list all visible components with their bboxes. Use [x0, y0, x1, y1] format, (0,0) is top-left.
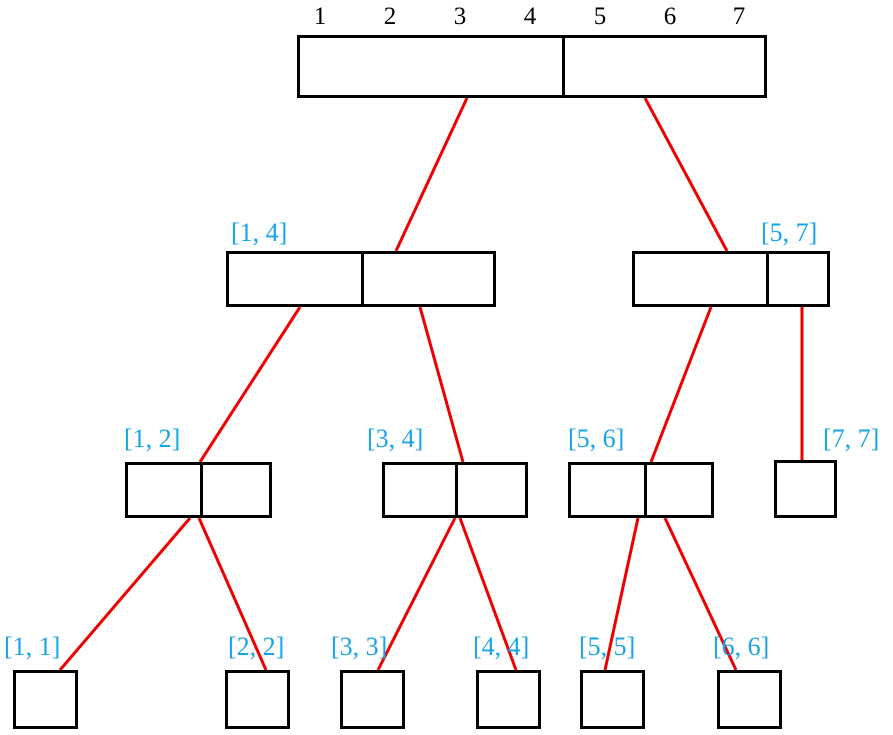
- node-root[interactable]: [297, 35, 767, 98]
- edge-1-2-to-1-1: [58, 517, 192, 671]
- range-label-n5_6: [5, 6]: [568, 424, 625, 453]
- node-2-2-cell[interactable]: [228, 673, 287, 726]
- node-5-5-cell[interactable]: [583, 673, 642, 726]
- range-label-n5_7: [5, 7]: [761, 218, 818, 247]
- range-label-n6_6: [6, 6]: [713, 632, 770, 661]
- node-5-7-cell-right[interactable]: [765, 254, 827, 304]
- node-root-cell-left[interactable]: [300, 38, 562, 95]
- index-label-3: 3: [453, 3, 467, 30]
- node-root-cell-right[interactable]: [562, 38, 764, 95]
- node-5-6-cell-left[interactable]: [571, 465, 644, 515]
- edge-5-7-to-5-6: [649, 306, 713, 463]
- range-label-n3_4: [3, 4]: [367, 424, 424, 453]
- range-label-n3_3: [3, 3]: [331, 632, 388, 661]
- node-3-3-cell[interactable]: [343, 673, 402, 726]
- index-label-1: 1: [313, 3, 327, 30]
- node-7-7-cell[interactable]: [777, 463, 834, 515]
- node-3-4-cell-left[interactable]: [385, 465, 455, 515]
- edge-root-to-1-4: [394, 97, 469, 252]
- index-label-4: 4: [523, 3, 537, 30]
- index-label-2: 2: [383, 3, 397, 30]
- node-7-7[interactable]: [774, 460, 837, 518]
- node-5-7[interactable]: [632, 251, 830, 307]
- range-label-n1_4: [1, 4]: [231, 218, 288, 247]
- index-label-7: 7: [732, 3, 746, 30]
- node-3-4[interactable]: [382, 462, 528, 518]
- node-6-6-cell[interactable]: [720, 673, 779, 726]
- node-5-5[interactable]: [580, 670, 645, 729]
- edge-1-4-to-3-4: [418, 306, 465, 463]
- node-1-1-cell[interactable]: [16, 673, 75, 726]
- node-1-4-cell-left[interactable]: [229, 254, 361, 304]
- node-6-6[interactable]: [717, 670, 782, 729]
- range-label-n1_2: [1, 2]: [124, 424, 181, 453]
- node-2-2[interactable]: [225, 670, 290, 729]
- edge-3-4-to-3-3: [376, 517, 457, 671]
- edge-1-4-to-1-2: [198, 306, 302, 463]
- node-1-2-cell-right[interactable]: [199, 465, 269, 515]
- node-1-4[interactable]: [226, 251, 496, 307]
- index-label-6: 6: [663, 3, 677, 30]
- node-5-7-cell-left[interactable]: [635, 254, 766, 304]
- node-1-2-cell-left[interactable]: [128, 465, 200, 515]
- range-label-n7_7: [7, 7]: [823, 424, 880, 453]
- node-4-4-cell[interactable]: [479, 673, 538, 726]
- node-5-6-cell-right[interactable]: [643, 465, 711, 515]
- node-3-4-cell-right[interactable]: [455, 465, 525, 515]
- range-label-n5_5: [5, 5]: [579, 632, 636, 661]
- edge-root-to-5-7: [643, 97, 729, 252]
- index-label-5: 5: [593, 3, 607, 30]
- node-1-2[interactable]: [125, 462, 272, 518]
- range-label-n1_1: [1, 1]: [4, 632, 61, 661]
- node-1-1[interactable]: [13, 670, 78, 729]
- node-1-4-cell-right[interactable]: [361, 254, 493, 304]
- range-label-n4_4: [4, 4]: [473, 632, 530, 661]
- range-label-n2_2: [2, 2]: [228, 632, 285, 661]
- node-4-4[interactable]: [476, 670, 541, 729]
- node-5-6[interactable]: [568, 462, 714, 518]
- node-3-3[interactable]: [340, 670, 405, 729]
